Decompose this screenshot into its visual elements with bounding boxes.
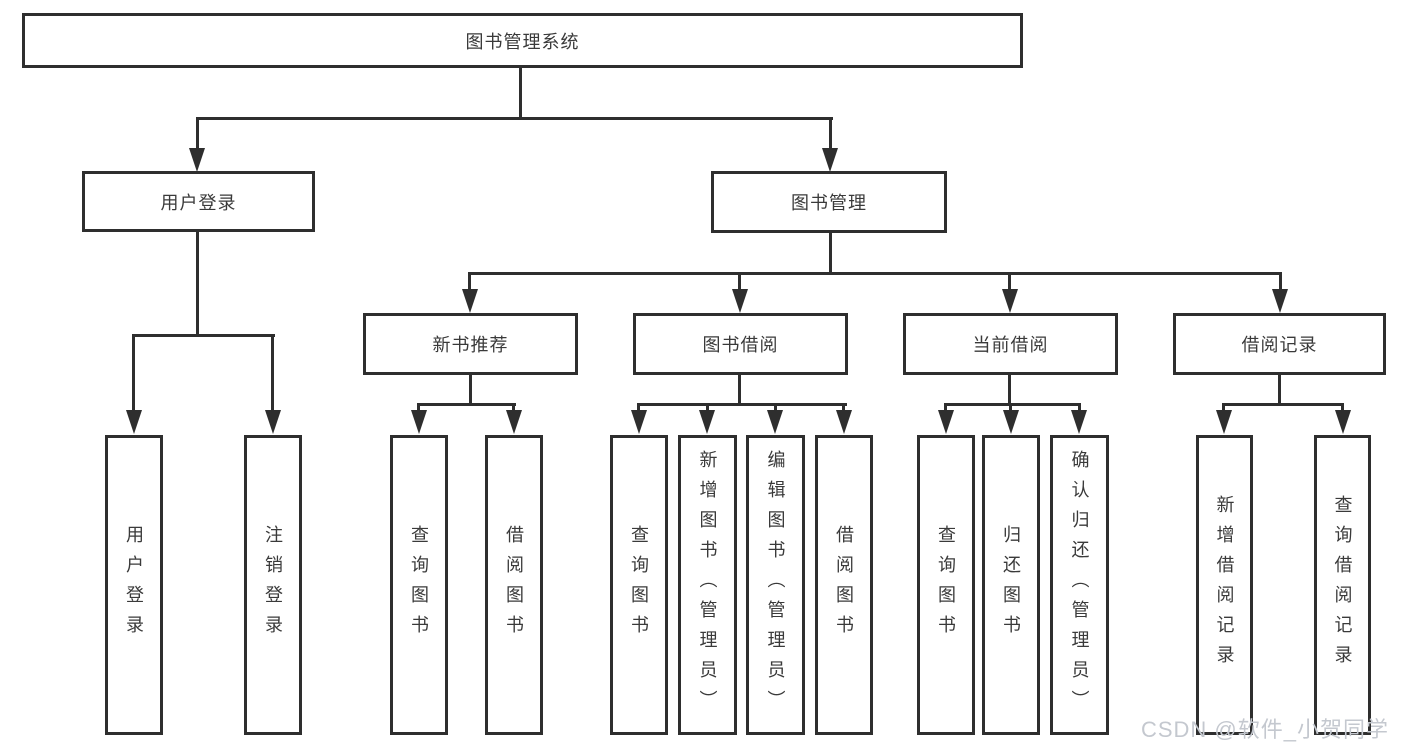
arrowhead-br-leaf2	[1335, 410, 1351, 434]
connector-leaf-user-login-drop	[132, 334, 135, 412]
arrowhead-nb-leaf2	[506, 410, 522, 434]
arrowhead-current-borrow	[1002, 289, 1018, 313]
connector-current-borrow-hline	[944, 403, 1081, 406]
node-borrow-records: 借阅记录	[1173, 313, 1386, 375]
connector-user-login-hline	[132, 334, 275, 337]
leaf-confirm-return-admin-label: 确认归还（管理员）	[1069, 450, 1090, 720]
node-book-management-label: 图书管理	[791, 193, 867, 213]
connector-borrow-records-drop	[1279, 272, 1282, 292]
connector-cb-leaf2-drop	[1009, 403, 1012, 412]
connector-br-leaf2-drop	[1341, 403, 1344, 412]
leaf-confirm-return-admin: 确认归还（管理员）	[1050, 435, 1109, 735]
node-book-management: 图书管理	[711, 171, 947, 233]
leaf-add-borrow-record-label: 新增借阅记录	[1214, 495, 1235, 675]
arrowhead-leaf-logout	[265, 410, 281, 434]
connector-new-book-stem	[469, 375, 472, 406]
leaf-query-books-current: 查询图书	[917, 435, 975, 735]
connector-new-book-drop	[468, 272, 471, 292]
connector-bb-leaf2-drop	[706, 403, 709, 412]
node-new-book-recommend: 新书推荐	[363, 313, 578, 375]
leaf-query-books-recommend: 查询图书	[390, 435, 448, 735]
leaf-query-books-recommend-label: 查询图书	[409, 525, 429, 645]
leaf-return-books: 归还图书	[982, 435, 1040, 735]
leaf-edit-book-admin: 编辑图书（管理员）	[746, 435, 805, 735]
connector-user-login-stem	[196, 232, 199, 337]
connector-cb-leaf3-drop	[1078, 403, 1081, 412]
node-borrow-records-label: 借阅记录	[1241, 335, 1318, 355]
leaf-query-borrow-record: 查询借阅记录	[1314, 435, 1371, 735]
arrowhead-leaf-user-login	[126, 410, 142, 434]
connector-level1-hline	[196, 117, 833, 120]
connector-level2-hline	[468, 272, 1282, 275]
node-user-login-label: 用户登录	[160, 192, 237, 213]
leaf-borrow-books-label: 借阅图书	[834, 525, 854, 645]
arrowhead-br-leaf1	[1216, 410, 1232, 434]
arrowhead-cb-leaf3	[1071, 410, 1087, 434]
leaf-query-books-current-label: 查询图书	[936, 525, 956, 645]
leaf-query-books-borrow: 查询图书	[610, 435, 668, 735]
connector-cb-leaf1-drop	[944, 403, 947, 412]
leaf-logout-label: 注销登录	[263, 525, 283, 645]
leaf-borrow-books: 借阅图书	[815, 435, 873, 735]
connector-nb-leaf2-drop	[512, 403, 515, 412]
leaf-return-books-label: 归还图书	[1001, 525, 1021, 645]
arrowhead-bb-leaf1	[631, 410, 647, 434]
connector-user-login-drop	[196, 117, 199, 150]
connector-book-mgmt-drop	[829, 117, 832, 150]
arrowhead-user-login	[189, 148, 205, 172]
csdn-watermark: CSDN @软件_小贺同学	[1140, 717, 1389, 742]
leaf-add-book-admin: 新增图书（管理员）	[678, 435, 737, 735]
leaf-borrow-books-recommend-label: 借阅图书	[504, 525, 524, 645]
arrowhead-new-book	[462, 289, 478, 313]
connector-new-book-hline	[417, 403, 516, 406]
leaf-add-book-admin-label: 新增图书（管理员）	[697, 450, 718, 720]
arrowhead-borrow-records	[1272, 289, 1288, 313]
node-root-label: 图书管理系统	[465, 31, 580, 52]
node-root: 图书管理系统	[22, 13, 1023, 68]
leaf-borrow-books-recommend: 借阅图书	[485, 435, 543, 735]
node-book-borrow: 图书借阅	[633, 313, 848, 375]
node-current-borrow-label: 当前借阅	[972, 335, 1049, 355]
leaf-add-borrow-record: 新增借阅记录	[1196, 435, 1253, 735]
connector-book-borrow-stem	[738, 375, 741, 406]
arrowhead-book-mgmt	[822, 148, 838, 172]
arrowhead-bb-leaf4	[836, 410, 852, 434]
connector-leaf-logout-drop	[271, 334, 274, 412]
node-new-book-recommend-label: 新书推荐	[432, 335, 509, 355]
arrowhead-bb-leaf2	[699, 410, 715, 434]
arrowhead-cb-leaf2	[1003, 410, 1019, 434]
leaf-user-login-label: 用户登录	[124, 525, 144, 645]
leaf-logout: 注销登录	[244, 435, 302, 735]
arrowhead-cb-leaf1	[938, 410, 954, 434]
connector-borrow-records-stem	[1278, 375, 1281, 406]
connector-borrow-records-hline	[1222, 403, 1344, 406]
leaf-query-books-borrow-label: 查询图书	[629, 525, 649, 645]
node-book-borrow-label: 图书借阅	[702, 335, 779, 355]
connector-bb-leaf3-drop	[774, 403, 777, 412]
leaf-edit-book-admin-label: 编辑图书（管理员）	[765, 450, 786, 720]
leaf-query-borrow-record-label: 查询借阅记录	[1332, 495, 1353, 675]
connector-br-leaf1-drop	[1222, 403, 1225, 412]
node-current-borrow: 当前借阅	[903, 313, 1118, 375]
node-user-login: 用户登录	[82, 171, 315, 232]
connector-root-stem	[519, 68, 522, 120]
connector-bb-leaf1-drop	[637, 403, 640, 412]
connector-current-borrow-stem	[1008, 375, 1011, 406]
connector-book-borrow-hline	[637, 403, 847, 406]
connector-nb-leaf1-drop	[417, 403, 420, 412]
connector-book-borrow-drop	[738, 272, 741, 292]
connector-book-mgmt-stem	[829, 233, 832, 275]
connector-current-borrow-drop	[1008, 272, 1011, 292]
arrowhead-nb-leaf1	[411, 410, 427, 434]
arrowhead-bb-leaf3	[767, 410, 783, 434]
connector-bb-leaf4-drop	[842, 403, 845, 412]
leaf-user-login: 用户登录	[105, 435, 163, 735]
arrowhead-book-borrow	[732, 289, 748, 313]
